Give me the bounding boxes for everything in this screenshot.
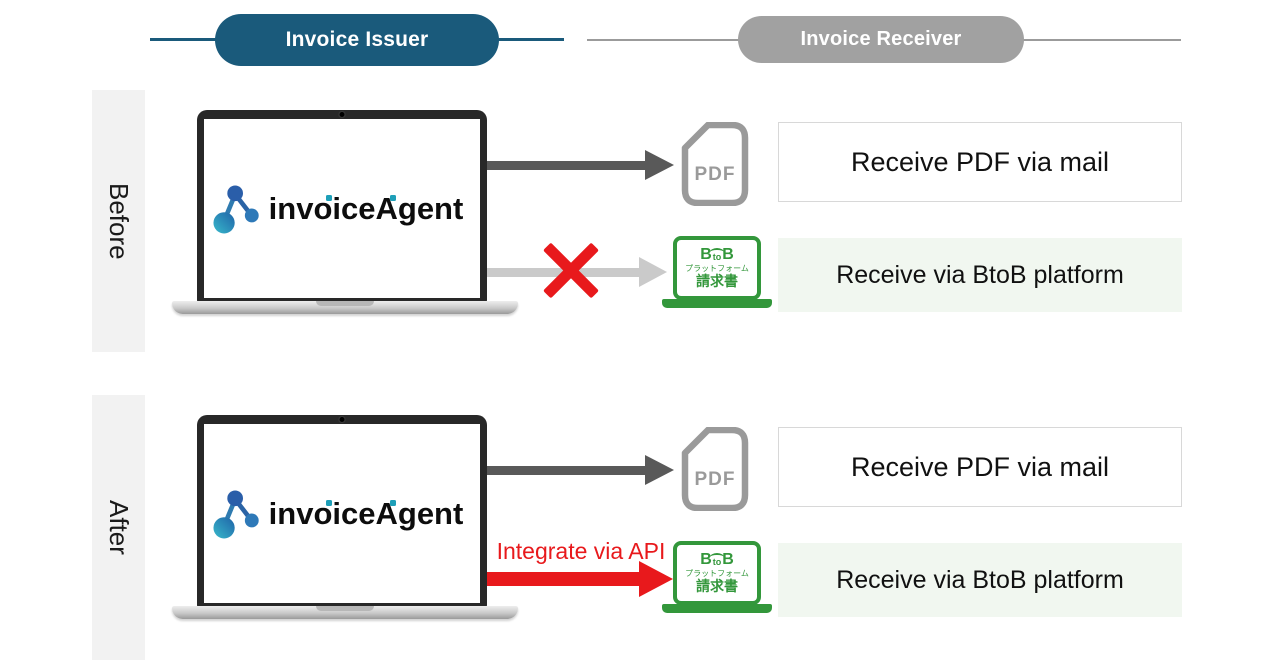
btob-icon-base <box>662 604 772 613</box>
invoiceagent-molecule-icon <box>213 184 259 233</box>
laptop-base-notch <box>316 606 374 611</box>
receive-btob-text: Receive via BtoB platform <box>836 565 1124 594</box>
invoiceagent-logo: invoiceAgent <box>213 183 472 235</box>
logo-i-dot <box>390 195 397 201</box>
receive-pdf-box: Receive PDF via mail <box>778 427 1182 507</box>
receive-btob-box: Receive via BtoB platform <box>778 238 1182 312</box>
receive-pdf-text: Receive PDF via mail <box>850 451 1110 482</box>
receive-btob-text: Receive via BtoB platform <box>836 260 1124 289</box>
integrate-api-annotation: Integrate via API <box>496 538 666 564</box>
logo-i-dot <box>390 500 397 506</box>
invoice-issuer-label: Invoice Issuer <box>285 28 429 51</box>
receive-pdf-text: Receive PDF via mail <box>850 146 1110 177</box>
pdf-icon-label: PDF <box>695 469 736 490</box>
after-label: After <box>92 395 145 660</box>
invoice-receiver-label: Invoice Receiver <box>800 28 962 50</box>
issuer-laptop: invoiceAgent <box>197 415 487 607</box>
laptop-base <box>172 606 518 619</box>
after-row: After invoiceAgent <box>0 395 1280 672</box>
laptop-screen-content: invoiceAgent <box>204 424 480 603</box>
pdf-file-icon: PDF <box>681 122 749 206</box>
laptop-base <box>172 301 518 314</box>
red-x-icon <box>540 239 602 301</box>
pdf-icon-label: PDF <box>695 164 736 185</box>
btob-platform-text: プラットフォーム <box>685 568 749 578</box>
invoiceagent-wordmark: invoiceAgent <box>268 191 464 226</box>
laptop-camera-icon <box>339 417 345 422</box>
laptop-screen-content: invoiceAgent <box>204 119 480 298</box>
receive-pdf-box: Receive PDF via mail <box>778 122 1182 202</box>
invoiceagent-wordmark: invoiceAgent <box>268 496 464 531</box>
invoice-issuer-pill: Invoice Issuer <box>215 14 499 66</box>
btob-icon-base <box>662 299 772 308</box>
logo-i-dot <box>326 195 333 201</box>
btob-platform-text: プラットフォーム <box>685 263 749 273</box>
laptop-camera-icon <box>339 112 345 117</box>
invoiceagent-molecule-icon <box>213 489 259 538</box>
receive-btob-box: Receive via BtoB platform <box>778 543 1182 617</box>
issuer-laptop: invoiceAgent <box>197 110 487 302</box>
pdf-file-icon: PDF <box>681 427 749 511</box>
btob-invoice-text: 請求書 <box>696 578 738 595</box>
before-row: Before <box>0 90 1280 390</box>
btob-invoice-text: 請求書 <box>696 273 738 290</box>
invoiceagent-logo: invoiceAgent <box>213 488 472 540</box>
laptop-base-notch <box>316 301 374 306</box>
before-label: Before <box>92 90 145 352</box>
logo-i-dot <box>326 500 333 506</box>
invoice-receiver-pill: Invoice Receiver <box>738 16 1024 63</box>
